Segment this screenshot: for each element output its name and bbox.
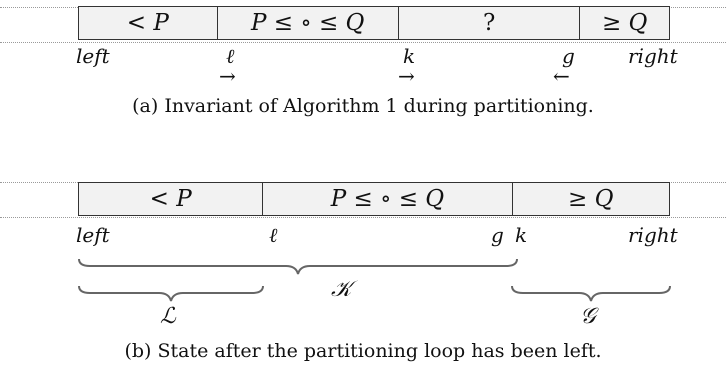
segment-between-p-q: P ≤ ∘ ≤ Q xyxy=(216,7,398,39)
segment-between-p-q: P ≤ ∘ ≤ Q xyxy=(262,183,511,215)
label-l-a: ℓ xyxy=(226,44,235,68)
dotted-guide-a-bottom xyxy=(0,42,726,43)
segment-unknown: ? xyxy=(397,7,579,39)
label-right-a: right xyxy=(628,44,678,68)
label-left-b: left xyxy=(76,223,110,247)
array-bar-b: < P P ≤ ∘ ≤ Q ≥ Q xyxy=(78,182,670,216)
dotted-guide-b-bottom xyxy=(0,217,726,218)
label-g-a: g xyxy=(562,44,575,68)
brace-l xyxy=(78,285,264,302)
label-k-a: k xyxy=(403,44,416,68)
right-arrow-icon: → xyxy=(219,64,236,88)
left-arrow-icon: ← xyxy=(553,64,570,88)
label-k-b: k xyxy=(515,223,528,247)
label-l-b: ℓ xyxy=(269,223,278,247)
array-bar-a: < P P ≤ ∘ ≤ Q ? ≥ Q xyxy=(78,6,670,40)
segment-less-than-p: < P xyxy=(149,186,192,212)
segment-less-than-p: < P xyxy=(126,10,169,36)
brace-g xyxy=(511,285,671,302)
right-arrow-icon: → xyxy=(398,64,415,88)
segment-greater-than-q: ≥ Q xyxy=(511,183,669,215)
label-g-b: g xyxy=(491,223,504,247)
caption-a: (a) Invariant of Algorithm 1 during part… xyxy=(132,95,594,117)
caption-b: (b) State after the partitioning loop ha… xyxy=(124,340,602,362)
label-left-a: left xyxy=(76,44,110,68)
segment-greater-than-q: ≥ Q xyxy=(579,7,669,39)
label-l-set: ℒ xyxy=(160,304,176,329)
label-right-b: right xyxy=(628,223,678,247)
label-g-set: 𝒢 xyxy=(580,304,596,329)
label-k-set: 𝒦 xyxy=(331,277,352,302)
brace-k xyxy=(78,258,518,275)
